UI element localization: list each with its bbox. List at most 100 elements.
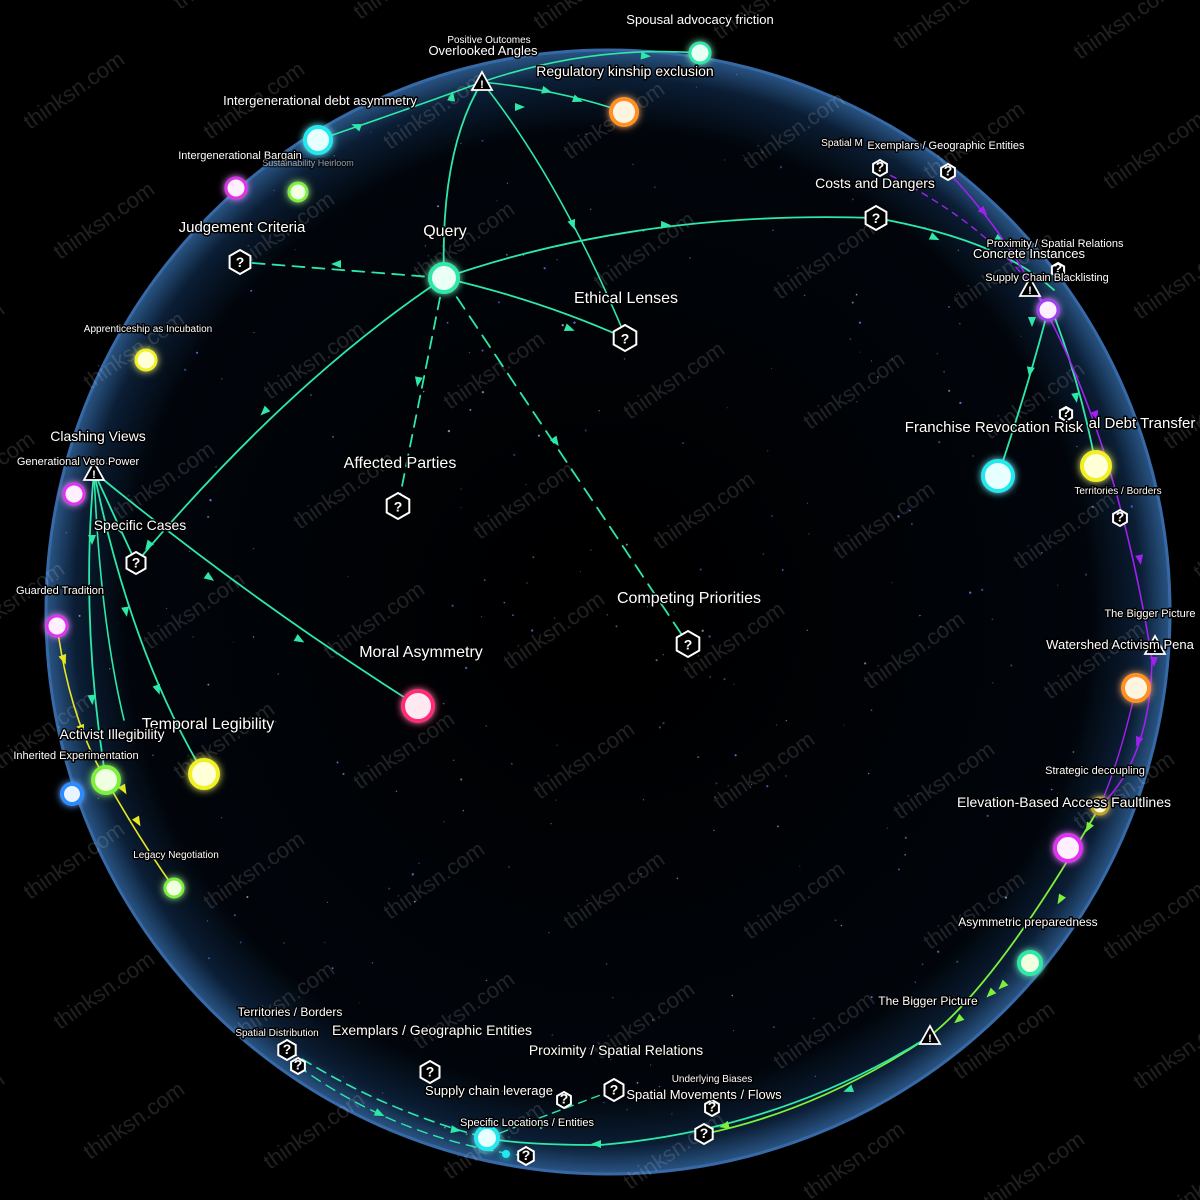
star bbox=[732, 1030, 734, 1032]
node-strategic-decoupling[interactable] bbox=[1090, 796, 1110, 816]
edge-overlooked-debt bbox=[317, 81, 483, 141]
node-watershed-activism[interactable] bbox=[1121, 673, 1151, 703]
star bbox=[332, 435, 334, 438]
question-hex-icon[interactable]: ? bbox=[228, 248, 252, 276]
edge-query-ethical bbox=[443, 277, 626, 339]
question-hex-icon[interactable]: ? bbox=[517, 1145, 535, 1167]
question-hex-icon[interactable]: ? bbox=[419, 1059, 441, 1085]
star bbox=[382, 1092, 384, 1094]
question-hex-icon[interactable]: ? bbox=[1058, 404, 1074, 423]
node-franchise-revocation[interactable] bbox=[981, 459, 1015, 493]
label-layer: Query Judgement Criteria Ethical Lenses … bbox=[12, 11, 1197, 1131]
question-glyph: ? bbox=[1062, 404, 1071, 420]
warning-triangle-icon[interactable]: ! bbox=[1018, 276, 1042, 297]
star bbox=[331, 967, 334, 970]
warning-triangle-icon[interactable]: ! bbox=[82, 460, 106, 481]
star bbox=[803, 294, 806, 297]
node-small-bottom[interactable] bbox=[502, 1150, 510, 1158]
star bbox=[468, 351, 471, 354]
node-asymmetric-preparedness[interactable] bbox=[1017, 950, 1043, 976]
node-inherited-experimentation[interactable] bbox=[60, 782, 84, 806]
question-hex-icon[interactable]: ? bbox=[277, 1038, 297, 1062]
node-temporal-legibility[interactable] bbox=[188, 758, 220, 790]
question-hex-icon[interactable]: ? bbox=[694, 1122, 714, 1146]
node-generational-veto[interactable] bbox=[62, 482, 86, 506]
node-activist-illegibility[interactable] bbox=[91, 765, 121, 795]
label-competing-priorities: Competing Priorities bbox=[617, 590, 761, 607]
star bbox=[806, 629, 809, 632]
question-hex-icon[interactable]: ? bbox=[612, 323, 638, 353]
node-moral-asymmetry[interactable] bbox=[401, 689, 435, 723]
watermark-text: thinksn.com bbox=[1159, 366, 1200, 454]
edge-arrowhead bbox=[986, 987, 997, 998]
star bbox=[695, 86, 697, 88]
node-legacy-negotiation[interactable] bbox=[163, 877, 185, 899]
star bbox=[485, 979, 488, 982]
label-legacy-negotiation: Legacy Negotiation bbox=[133, 850, 219, 861]
label-overlooked-angles: Overlooked Angles bbox=[428, 43, 538, 58]
warning-triangle-icon[interactable]: ! bbox=[918, 1024, 942, 1045]
question-hex-icon[interactable]: ? bbox=[1050, 260, 1066, 279]
warning-triangle-icon[interactable]: ! bbox=[1143, 634, 1167, 655]
star bbox=[947, 305, 951, 308]
watermark-text: thinksn.com bbox=[1129, 1006, 1200, 1094]
star bbox=[460, 142, 462, 145]
question-hex-icon[interactable]: ? bbox=[675, 629, 701, 659]
star bbox=[462, 809, 465, 812]
star bbox=[555, 799, 557, 801]
star bbox=[347, 576, 349, 578]
node-spousal-advocacy[interactable] bbox=[688, 41, 712, 65]
question-hex-icon[interactable]: ? bbox=[603, 1077, 625, 1103]
star bbox=[863, 662, 867, 665]
node-query[interactable] bbox=[428, 262, 460, 294]
watermark-text: thinksn.com bbox=[1129, 236, 1200, 324]
star bbox=[606, 613, 609, 616]
question-glyph: ? bbox=[522, 1147, 531, 1163]
star bbox=[460, 778, 463, 781]
question-hex-icon[interactable]: ? bbox=[385, 491, 411, 521]
node-guarded-tradition[interactable] bbox=[45, 614, 69, 638]
node-specific-locations[interactable] bbox=[474, 1125, 500, 1151]
node-apprenticeship[interactable] bbox=[134, 348, 158, 372]
question-hex-icon[interactable]: ? bbox=[290, 1056, 306, 1076]
star bbox=[336, 761, 339, 764]
question-hex-icon[interactable]: ? bbox=[864, 204, 888, 232]
question-hex-icon[interactable]: ? bbox=[556, 1090, 572, 1110]
question-hex-icon[interactable]: ? bbox=[1112, 508, 1128, 528]
label-positive-outcomes: Positive Outcomes bbox=[447, 35, 530, 46]
star bbox=[676, 877, 679, 880]
star bbox=[986, 814, 989, 817]
star bbox=[460, 488, 462, 490]
star bbox=[246, 895, 249, 899]
star bbox=[289, 384, 291, 386]
node-intergenerational-bargain[interactable] bbox=[224, 176, 248, 200]
question-hex-icon[interactable]: ? bbox=[872, 158, 888, 178]
star bbox=[447, 1016, 449, 1018]
star bbox=[508, 866, 510, 868]
star bbox=[673, 610, 675, 612]
node-supply-blacklisting[interactable] bbox=[1036, 298, 1060, 322]
star bbox=[957, 249, 960, 251]
question-hex-icon[interactable]: ? bbox=[940, 162, 956, 182]
node-debt-transfer[interactable] bbox=[1080, 450, 1112, 482]
warning-triangle-icon[interactable]: ! bbox=[470, 70, 494, 91]
star bbox=[713, 829, 715, 832]
star bbox=[220, 377, 223, 380]
question-hex-icon[interactable]: ? bbox=[125, 550, 147, 576]
node-debt-asymmetry[interactable] bbox=[303, 125, 333, 155]
label-spatial-movements: Spatial Movements / Flows bbox=[626, 1087, 782, 1102]
edge-spatial-purple bbox=[947, 171, 1153, 807]
edge-arrowhead bbox=[571, 94, 583, 103]
node-sustainability-heirloom[interactable] bbox=[287, 181, 309, 203]
node-regulatory-kinship[interactable] bbox=[609, 97, 639, 127]
edge-query-judgement bbox=[239, 261, 445, 279]
edge-layer bbox=[56, 50, 1153, 1157]
node-elevation-access[interactable] bbox=[1053, 833, 1083, 863]
edge-arrowhead bbox=[373, 1108, 385, 1117]
edge-clash-activist bbox=[88, 471, 107, 781]
star bbox=[551, 1034, 553, 1036]
star bbox=[662, 1047, 665, 1050]
question-hex-icon[interactable]: ? bbox=[704, 1098, 720, 1118]
star bbox=[1050, 788, 1053, 791]
